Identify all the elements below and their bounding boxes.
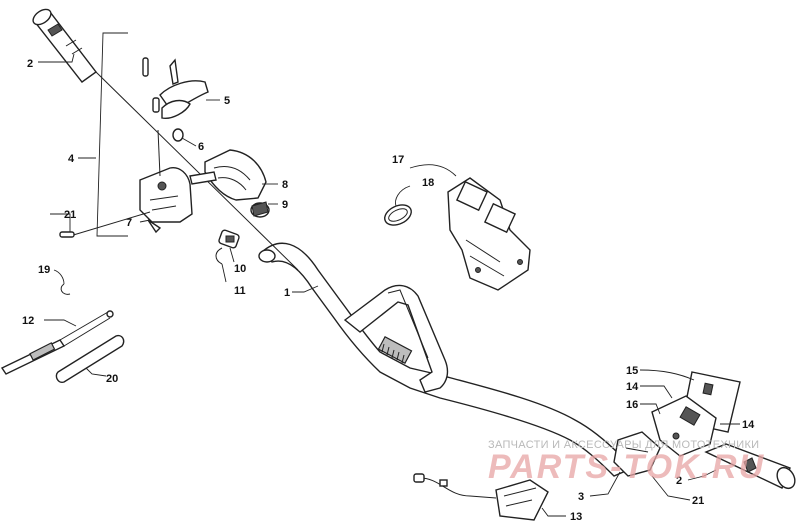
callout-4: 4 — [68, 153, 75, 165]
cable-tube — [55, 334, 125, 384]
callout-17: 17 — [392, 154, 404, 166]
leader-lines — [38, 53, 740, 517]
throttle-cable — [0, 310, 114, 375]
callout-8: 8 — [282, 179, 288, 191]
cable-clip — [60, 283, 71, 295]
watermark: ЗАПЧАСТИ И АКСЕССУАРЫ ДЛЯ МОТОТЕХНИКИ PA… — [488, 439, 765, 486]
callout-6: 6 — [198, 141, 204, 153]
watermark-brand: PARTS-TOK.RU — [488, 448, 765, 486]
callout-2-left: 2 — [27, 58, 33, 70]
throttle-lever — [142, 57, 209, 142]
switch-housing — [651, 395, 717, 457]
callout-3: 3 — [578, 491, 584, 503]
callout-15: 15 — [626, 365, 638, 377]
callout-labels: 2 5 6 4 8 9 7 21 10 11 1 17 18 19 12 20 … — [22, 58, 755, 523]
callout-11: 11 — [234, 285, 246, 297]
right-grip — [704, 443, 796, 490]
callout-1: 1 — [284, 287, 290, 299]
callout-12: 12 — [22, 315, 34, 327]
callout-13: 13 — [570, 511, 582, 523]
callout-5: 5 — [224, 95, 230, 107]
switch — [215, 229, 240, 265]
clamp-bracket — [613, 431, 661, 477]
throttle-housing — [59, 129, 193, 238]
callout-14-upper: 14 — [626, 381, 639, 393]
callout-14-lower: 14 — [742, 419, 755, 431]
callout-16: 16 — [626, 399, 638, 411]
retainer-ring — [384, 204, 412, 226]
callout-21-right: 21 — [692, 495, 704, 507]
housing-cover — [189, 149, 267, 201]
callout-10: 10 — [234, 263, 246, 275]
callout-20: 20 — [106, 373, 118, 385]
callout-2-right: 2 — [676, 475, 682, 487]
callout-9: 9 — [282, 199, 288, 211]
grip-heater — [413, 473, 549, 521]
callout-21-left: 21 — [64, 209, 76, 221]
callout-7: 7 — [126, 217, 132, 229]
bracket-4 — [96, 32, 128, 237]
callout-19: 19 — [38, 264, 50, 276]
watermark-tagline: ЗАПЧАСТИ И АКСЕССУАРЫ ДЛЯ МОТОТЕХНИКИ — [488, 439, 759, 451]
mounting-bracket — [447, 177, 531, 291]
callout-18: 18 — [422, 177, 434, 189]
bushing — [250, 201, 270, 218]
left-grip — [32, 8, 299, 271]
